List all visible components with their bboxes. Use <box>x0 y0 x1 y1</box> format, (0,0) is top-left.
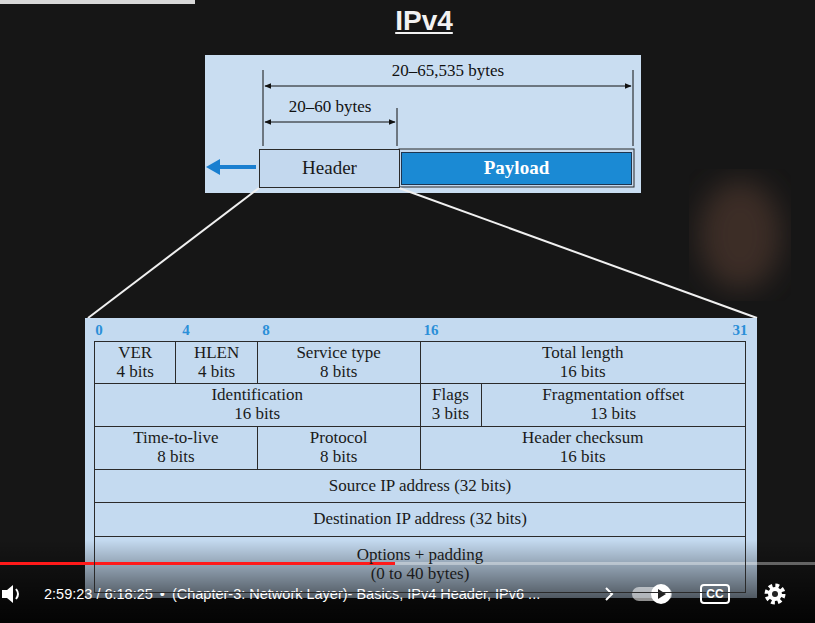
dimension-tick <box>263 70 264 146</box>
header-field: Destination IP address (32 bits) <box>94 502 746 537</box>
player-info: 2:59:23 / 6:18:25 • (Chapter-3: Network La… <box>44 584 540 604</box>
field-name: Header checksum <box>522 429 643 448</box>
video-time: 2:59:23 / 6:18:25 <box>44 586 153 602</box>
arrow-head <box>206 159 220 175</box>
field-size: (0 to 40 bytes) <box>371 565 470 584</box>
bit-number: 4 <box>182 322 190 339</box>
field-name: HLEN <box>194 344 239 363</box>
header-field: VER4 bits <box>94 341 176 384</box>
cut-banner <box>0 0 195 4</box>
header-field: Time-to-live8 bits <box>94 426 258 470</box>
field-name: Header <box>302 158 357 179</box>
progress-played <box>0 562 395 565</box>
dimension-arrow <box>265 122 395 123</box>
payload-frame <box>399 149 634 187</box>
header-field: Protocol8 bits <box>257 426 421 470</box>
bit-number: 8 <box>262 322 270 339</box>
gear-icon <box>767 586 783 602</box>
play-icon <box>658 589 666 599</box>
header-field: Options + padding(0 to 40 bytes) <box>94 536 746 593</box>
field-size: 3 bits <box>432 405 469 424</box>
header-field: Flags3 bits <box>420 383 482 427</box>
field-size: 16 bits <box>560 363 606 382</box>
captions-button: CC <box>706 587 723 601</box>
volume-icon <box>2 585 13 603</box>
field-name: Fragmentation offset <box>542 386 684 405</box>
volume-icon <box>16 589 18 599</box>
separator: • <box>160 586 165 602</box>
field-name: VER <box>118 344 152 363</box>
reflection <box>698 180 782 290</box>
header-field: Source IP address (32 bits) <box>94 469 746 503</box>
field-size: 4 bits <box>198 363 235 382</box>
field-name: Destination IP address (32 bits) <box>313 510 527 529</box>
video-title: (Chapter-3: Network Layer)- Basics, IPv4… <box>172 586 540 602</box>
bit-number: 0 <box>95 322 103 339</box>
direction-arrow <box>216 165 256 169</box>
dimension-label: 20–60 bytes <box>289 97 372 117</box>
gear-icon <box>772 591 778 597</box>
header-field: Identification16 bits <box>94 383 421 427</box>
bit-number: 16 <box>424 322 439 339</box>
header-field: Total length16 bits <box>420 341 747 384</box>
field-size: 8 bits <box>320 448 357 467</box>
dimension-tick <box>397 108 398 146</box>
field-name: Total length <box>542 344 623 363</box>
header-box: Header <box>259 149 400 188</box>
field-size: 8 bits <box>157 448 194 467</box>
top-panel <box>205 55 641 193</box>
bit-number: 31 <box>733 322 748 339</box>
field-name: Payload <box>484 158 549 179</box>
dimension-arrow <box>265 86 631 87</box>
gear-icon <box>768 587 782 601</box>
header-field: Header checksum16 bits <box>420 426 747 470</box>
field-name: Identification <box>211 386 303 405</box>
field-size: 4 bits <box>117 363 154 382</box>
field-size: 16 bits <box>234 405 280 424</box>
zoom-line <box>88 188 259 318</box>
dimension-tick <box>633 70 634 146</box>
cc-frame <box>701 585 729 603</box>
payload-box: Payload <box>401 152 632 185</box>
header-field: Fragmentation offset13 bits <box>481 383 746 427</box>
field-name: Service type <box>296 344 381 363</box>
field-name: Protocol <box>310 429 368 448</box>
zoom-line <box>399 188 757 318</box>
chevron-icon <box>606 588 612 600</box>
header-field: Service type8 bits <box>257 341 421 384</box>
diagram-title: IPv4 <box>395 5 453 37</box>
field-name: Time-to-live <box>133 429 218 448</box>
autoplay-knob <box>651 584 671 604</box>
field-size: 13 bits <box>590 405 636 424</box>
field-size: 16 bits <box>560 448 606 467</box>
header-field: HLEN4 bits <box>175 341 257 384</box>
dimension-label: 20–65,535 bytes <box>392 61 504 81</box>
player-shade <box>0 540 815 623</box>
field-name: Flags <box>432 386 469 405</box>
field-name: Source IP address (32 bits) <box>329 477 512 496</box>
field-name: Options + padding <box>357 546 484 565</box>
field-size: 8 bits <box>320 363 357 382</box>
